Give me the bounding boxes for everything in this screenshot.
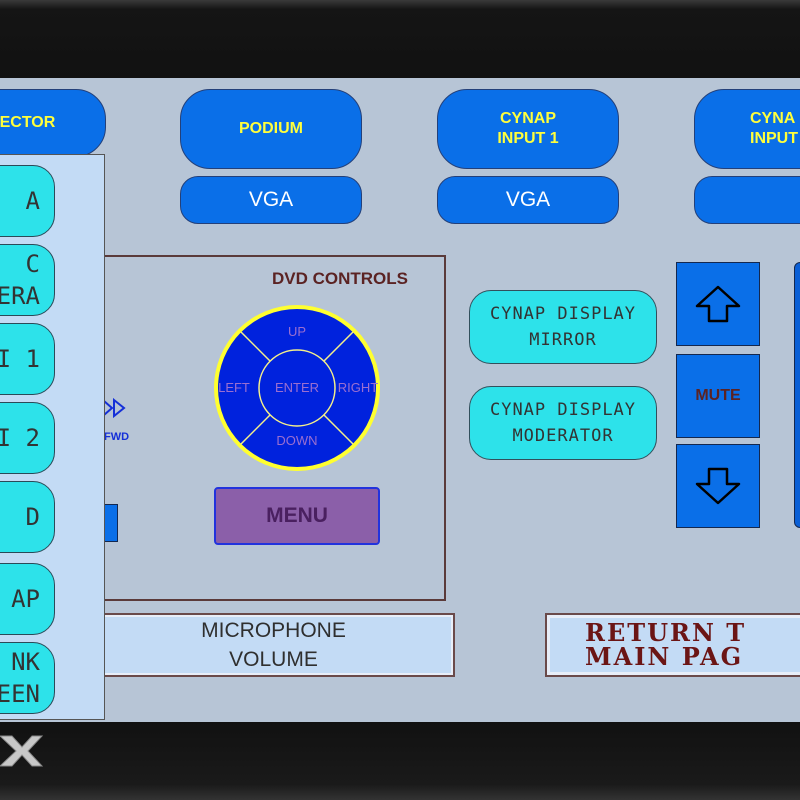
return-to-main-page-button[interactable]: RETURN T MAIN PAG (545, 613, 800, 677)
podium-vga-button[interactable]: VGA (180, 176, 362, 224)
cynap-moderator-line1: CYNAP DISPLAY (489, 400, 637, 420)
down-arrow-icon (695, 467, 741, 505)
volume-down-button[interactable] (676, 444, 760, 528)
dropdown-item[interactable]: AP (0, 563, 55, 635)
cynap-input-2-vga-button[interactable] (694, 176, 800, 224)
projector-button[interactable]: JECTOR (0, 89, 106, 157)
return-line1: RETURN T (585, 618, 747, 647)
cynap-display-moderator-button[interactable]: CYNAP DISPLAY MODERATOR (469, 386, 657, 460)
device-bezel-bottom (0, 722, 800, 800)
dropdown-item[interactable]: C ERA (0, 244, 55, 316)
fwd-icon[interactable] (102, 397, 128, 419)
microphone-line2: VOLUME (229, 648, 318, 671)
dvd-enter-label[interactable]: ENTER (275, 380, 319, 395)
dvd-dpad: UP DOWN LEFT RIGHT ENTER (214, 305, 380, 471)
dvd-controls-panel: DVD CONTROLS UP DOWN LEFT RIGHT ENTER ME… (60, 255, 446, 601)
dvd-side-button[interactable] (104, 504, 118, 542)
up-arrow-icon (695, 285, 741, 323)
dropdown-item[interactable]: I 2 (0, 402, 55, 474)
fwd-label: FWD (104, 431, 130, 443)
dvd-down-label[interactable]: DOWN (276, 433, 317, 448)
dropdown-item[interactable]: I 1 (0, 323, 55, 395)
dvd-menu-button[interactable]: MENU (214, 487, 380, 545)
cynap-mirror-line2: MIRROR (529, 330, 597, 350)
cynap-display-mirror-button[interactable]: CYNAP DISPLAY MIRROR (469, 290, 657, 364)
device-bezel-top (0, 0, 800, 78)
side-panel-edge[interactable] (794, 262, 800, 528)
mute-label: MUTE (695, 387, 741, 404)
cynap-input-1-vga-label: VGA (505, 188, 551, 211)
dvd-left-label[interactable]: LEFT (218, 380, 250, 395)
microphone-line1: MICROPHONE (201, 619, 346, 642)
podium-vga-label: VGA (248, 188, 294, 211)
dvd-enter-button[interactable] (258, 349, 336, 427)
podium-label: PODIUM (239, 120, 303, 137)
cynap-input-1-vga-button[interactable]: VGA (437, 176, 619, 224)
dvd-controls-title: DVD CONTROLS (272, 269, 408, 288)
dropdown-item[interactable]: D (0, 481, 55, 553)
dvd-right-label[interactable]: RIGHT (338, 380, 379, 395)
cynap-input-2-line2: INPUT (750, 130, 798, 147)
volume-up-button[interactable] (676, 262, 760, 346)
return-line2: MAIN PAG (585, 642, 744, 671)
mute-button[interactable]: MUTE (676, 354, 760, 438)
projector-label: JECTOR (0, 114, 56, 131)
dvd-up-label[interactable]: UP (288, 324, 306, 339)
microphone-volume-button[interactable]: MICROPHONE VOLUME (92, 613, 455, 677)
touch-screen: JECTOR PODIUM VGA CYNAP INPUT 1 VGA CYNA… (0, 78, 800, 722)
cynap-input-1-button[interactable]: CYNAP INPUT 1 (437, 89, 619, 169)
dropdown-item[interactable]: NK EEN (0, 642, 55, 714)
cynap-input-2-button[interactable]: CYNA INPUT (694, 89, 800, 169)
dropdown-item[interactable]: A (0, 165, 55, 237)
cynap-mirror-line1: CYNAP DISPLAY (489, 304, 637, 324)
cynap-input-2-line1: CYNA (750, 110, 796, 127)
podium-button[interactable]: PODIUM (180, 89, 362, 169)
cynap-moderator-line2: MODERATOR (512, 426, 614, 446)
dvd-menu-label: MENU (266, 504, 328, 527)
cynap-input-1-line1: CYNAP (499, 110, 556, 127)
cynap-input-1-line2: INPUT 1 (497, 130, 559, 147)
logo-icon (0, 735, 44, 767)
source-dropdown-menu: A C ERA I 1 I 2 D AP NK EEN (0, 154, 105, 720)
